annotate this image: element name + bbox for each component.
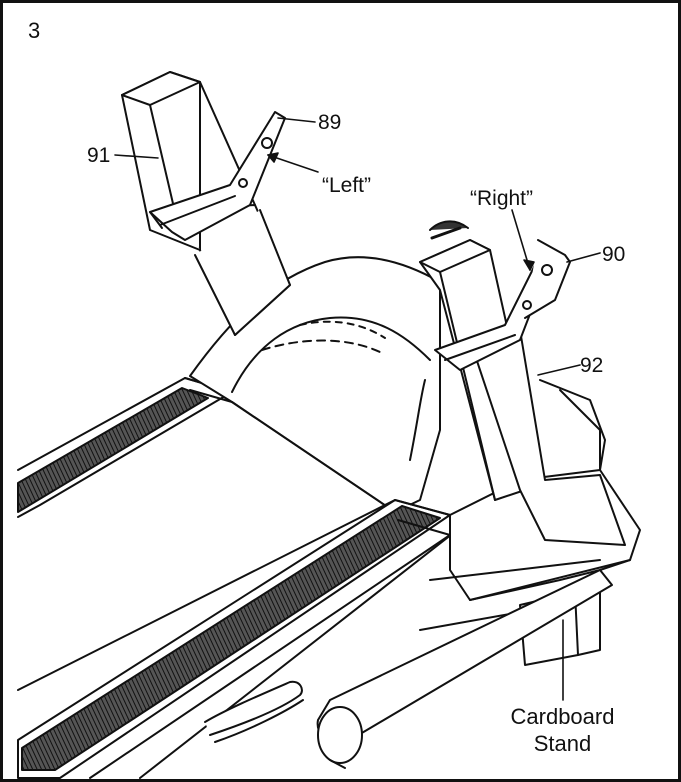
- callout-91: 91: [87, 144, 111, 167]
- right-upright-92: [419, 220, 626, 546]
- callout-90: 90: [602, 243, 626, 266]
- callout-stand-text: Stand: [533, 731, 592, 756]
- callout-right: “Right”: [470, 187, 534, 210]
- front-leg: [316, 569, 613, 769]
- callout-left: “Left”: [322, 174, 372, 197]
- running-belt: [17, 499, 471, 779]
- callout-92: 92: [580, 354, 604, 377]
- callout-89: 89: [318, 111, 342, 134]
- right-bracket-90: [434, 239, 571, 371]
- step-number: 3: [28, 18, 41, 43]
- callout-cardboard-stand: Cardboard Stand: [500, 703, 625, 757]
- left-bracket-89: [149, 111, 286, 241]
- treadmill-hood: [189, 256, 441, 513]
- callout-cardboard-text: Cardboard: [510, 704, 615, 729]
- leader-lines: [114, 117, 601, 701]
